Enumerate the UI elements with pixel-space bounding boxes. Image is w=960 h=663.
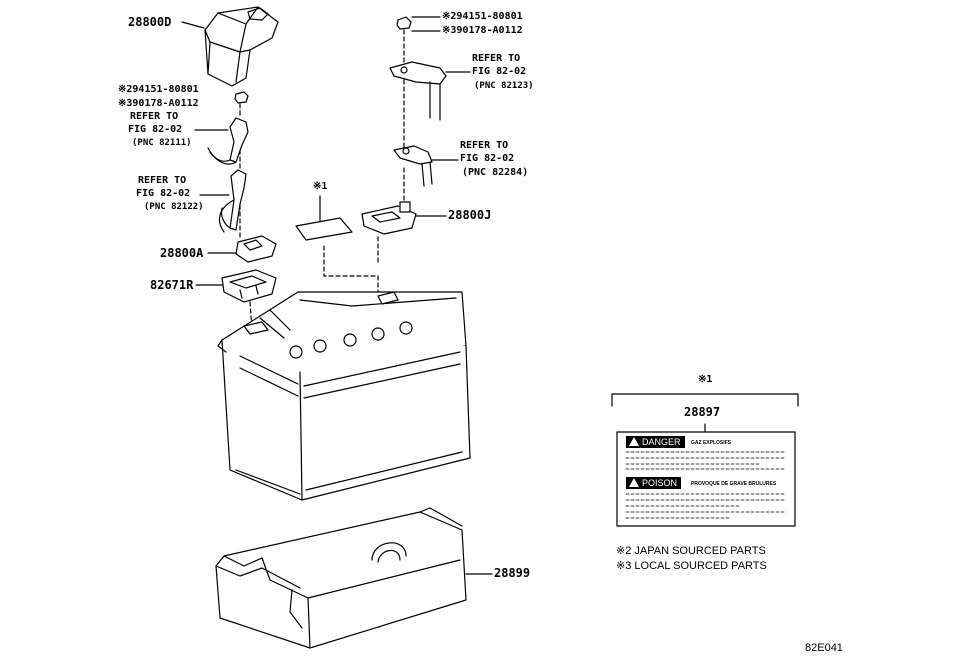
danger-text: GAZ EXPLOSIFS bbox=[691, 440, 732, 446]
part-number-28800j[interactable]: 28800J bbox=[448, 208, 492, 222]
left-nut-drawing bbox=[234, 91, 249, 239]
part-number-28800a[interactable]: 28800A bbox=[160, 246, 204, 260]
left-clamp-upper-drawing bbox=[194, 117, 249, 165]
mark-1-label-box: ※1 bbox=[698, 374, 713, 385]
battery-tray-drawing bbox=[215, 507, 493, 649]
terminal-28800a-drawing bbox=[207, 235, 277, 263]
ref-c-line-3[interactable]: (PNC 82123) bbox=[474, 81, 534, 91]
ref-d-line-2: FIG 82-02 bbox=[460, 153, 515, 164]
warning-triangle-icon bbox=[629, 478, 639, 487]
ref-b-line-3[interactable]: (PNC 82122) bbox=[144, 202, 204, 212]
part-number-28899[interactable]: 28899 bbox=[494, 566, 531, 580]
danger-badge: DANGER bbox=[626, 436, 685, 448]
cover-82671r-drawing bbox=[195, 269, 277, 331]
danger-badge-text: DANGER bbox=[642, 437, 681, 447]
ref-d-line-1: REFER TO bbox=[460, 140, 509, 151]
right-clamp-upper-drawing bbox=[389, 61, 471, 121]
poison-text: PROVOQUE DE GRAVE BRULURES bbox=[691, 481, 777, 487]
diagram-code: 82E041 bbox=[805, 642, 843, 654]
left-clamp-lower-drawing bbox=[199, 169, 247, 233]
ref-a-line-2: FIG 82-02 bbox=[128, 124, 183, 135]
terminal-28800j-drawing bbox=[361, 201, 447, 235]
footnote-japan-sourced: ※2 JAPAN SOURCED PARTS bbox=[616, 545, 766, 557]
ref-b-line-1: REFER TO bbox=[138, 175, 187, 186]
left-nut-part-2[interactable]: ※390178-A0112 bbox=[118, 98, 199, 109]
ref-a-line-3[interactable]: (PNC 82111) bbox=[132, 138, 192, 148]
right-nut-part-1[interactable]: ※294151-80801 bbox=[442, 11, 523, 22]
terminal-cover-drawing bbox=[181, 6, 279, 87]
part-number-28800d[interactable]: 28800D bbox=[128, 15, 172, 29]
part-number-82671r[interactable]: 82671R bbox=[150, 278, 194, 292]
right-clamp-lower-drawing bbox=[393, 145, 459, 187]
warning-triangle-icon bbox=[629, 437, 639, 446]
battery-drawing bbox=[217, 291, 471, 501]
center-label-drawing bbox=[295, 195, 379, 301]
left-nut-part-1[interactable]: ※294151-80801 bbox=[118, 84, 199, 95]
ref-d-line-3[interactable]: (PNC 82284) bbox=[462, 167, 529, 178]
ref-b-line-2: FIG 82-02 bbox=[136, 188, 191, 199]
part-number-28897[interactable]: 28897 bbox=[684, 405, 721, 419]
ref-c-line-2: FIG 82-02 bbox=[472, 66, 527, 77]
right-nut-drawing bbox=[396, 16, 441, 209]
ref-c-line-1: REFER TO bbox=[472, 53, 521, 64]
footnote-local-sourced: ※3 LOCAL SOURCED PARTS bbox=[616, 560, 767, 572]
mark-1-center: ※1 bbox=[313, 181, 328, 192]
right-nut-part-2[interactable]: ※390178-A0112 bbox=[442, 25, 523, 36]
ref-a-line-1: REFER TO bbox=[130, 111, 179, 122]
poison-badge-text: POISON bbox=[642, 478, 678, 488]
poison-badge: POISON bbox=[626, 477, 682, 489]
